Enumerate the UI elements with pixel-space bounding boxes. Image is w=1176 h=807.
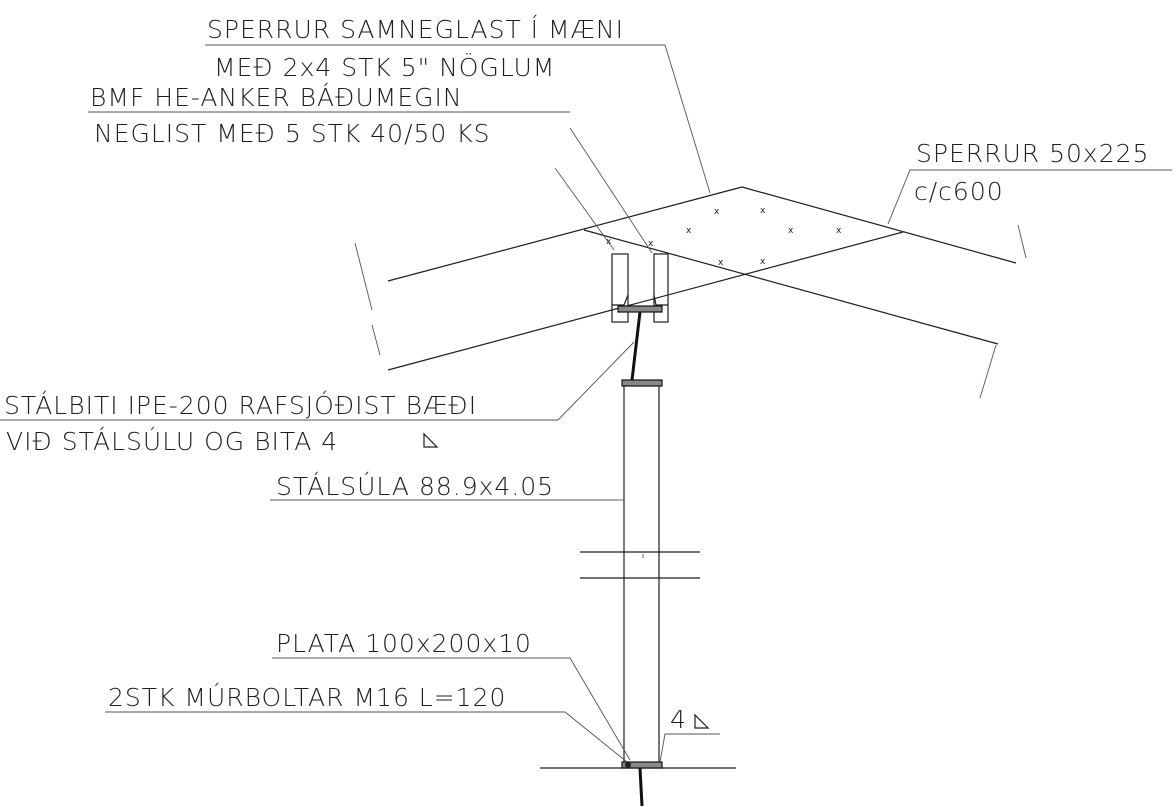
- svg-text:x: x: [606, 237, 612, 247]
- label-plate: PLATA 100x200x10: [276, 629, 532, 658]
- left-rafter: [354, 186, 904, 371]
- svg-text:x: x: [760, 206, 766, 216]
- base-plate: [540, 761, 736, 807]
- annotation-texts: SPERRUR SAMNEGLAST Í MÆNI MEÐ 2x4 STK 5"…: [4, 15, 1149, 734]
- svg-text:x: x: [788, 226, 794, 236]
- svg-text:x: x: [686, 226, 692, 236]
- steel-column: [580, 386, 700, 766]
- label-anchor-line2: NEGLIST MEÐ 5 STK 40/50 KS: [94, 119, 491, 148]
- label-rafters-joint-line2: MEÐ 2x4 STK 5" NÖGLUM: [214, 52, 555, 82]
- right-rafter: [583, 186, 1027, 399]
- svg-text:x: x: [714, 207, 720, 217]
- label-column: STÁLSÚLA 88.9x4.05: [276, 471, 554, 501]
- weld-symbol-icon: [423, 432, 710, 729]
- label-rafters-joint-line1: SPERRUR SAMNEGLAST Í MÆNI: [207, 15, 624, 44]
- label-anchor-line1: BMF HE-ANKER BÁÐUMEGIN: [90, 83, 463, 112]
- label-beam-line1: STÁLBITI IPE-200 RAFSJÓÐIST BÆÐI: [4, 390, 477, 420]
- ipe-beam-top: [617, 305, 663, 387]
- svg-text:x: x: [718, 258, 724, 268]
- svg-text:x: x: [760, 257, 766, 267]
- nail-marks: x x x x x x x x x: [606, 206, 842, 268]
- svg-text:x: x: [648, 239, 654, 249]
- label-beam-line2: VIÐ STÁLSÚLU OG BITA 4: [6, 426, 338, 456]
- label-weld: 4: [670, 705, 687, 734]
- label-rafters-line1: SPERRUR 50x225: [916, 139, 1149, 168]
- leader-lines: [0, 44, 1172, 763]
- he-anker-brackets: [611, 253, 669, 323]
- label-rafters-line2: c/c600: [914, 177, 1004, 206]
- svg-text:x: x: [836, 226, 842, 236]
- label-bolts: 2STK MÚRBOLTAR M16 L=120: [108, 682, 506, 712]
